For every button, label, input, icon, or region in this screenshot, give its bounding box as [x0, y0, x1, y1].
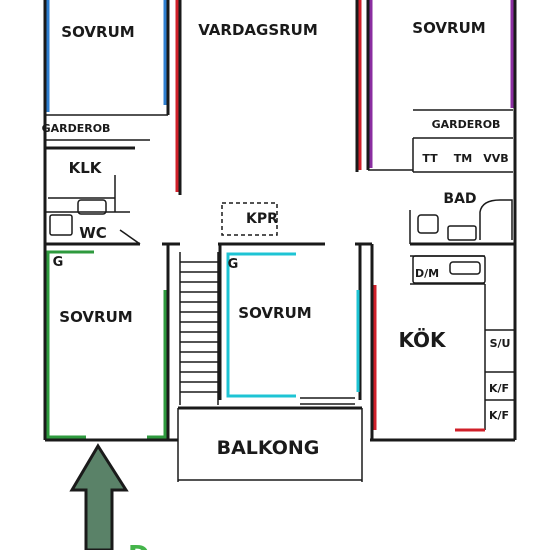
label-klk: KLK — [69, 159, 103, 177]
fixtures — [49, 199, 513, 284]
label-kf-2: K/F — [489, 409, 509, 422]
label-sovrum-bottom-left: SOVRUM — [59, 308, 132, 326]
entrance-arrow-icon — [69, 443, 129, 550]
label-g-mid: G — [228, 257, 239, 272]
label-kf-1: K/F — [489, 382, 509, 395]
green-outline-sovrum — [46, 250, 94, 439]
label-kok: KÖK — [398, 328, 447, 352]
label-garderob-right: GARDEROB — [432, 118, 501, 131]
label-kpr: KPR — [246, 211, 278, 227]
bottom-partial-text: D — [128, 541, 150, 550]
stair — [179, 252, 219, 405]
color-overlays — [46, 0, 514, 439]
cyan-outline-sovrum — [226, 252, 296, 398]
green-outline-sovrum-right — [147, 290, 167, 439]
label-balkong: BALKONG — [217, 437, 320, 459]
label-dm: D/M — [415, 267, 439, 280]
walls — [43, 0, 517, 482]
label-sovrum-middle: SOVRUM — [238, 304, 311, 322]
label-tt: TT — [422, 152, 438, 165]
label-tm: TM — [454, 152, 472, 165]
label-sovrum-top-left: SOVRUM — [61, 23, 134, 41]
room-labels: SOVRUM VARDAGSRUM SOVRUM GARDEROB GARDER… — [42, 19, 511, 459]
label-su: S/U — [490, 337, 511, 350]
label-g-left: G — [53, 255, 64, 270]
label-vardagsrum: VARDAGSRUM — [198, 21, 318, 39]
label-sovrum-top-right: SOVRUM — [412, 19, 485, 37]
label-garderob-left: GARDEROB — [42, 122, 111, 135]
label-wc: WC — [79, 224, 107, 242]
label-vvb: VVB — [483, 152, 508, 165]
label-bad: BAD — [443, 191, 476, 207]
